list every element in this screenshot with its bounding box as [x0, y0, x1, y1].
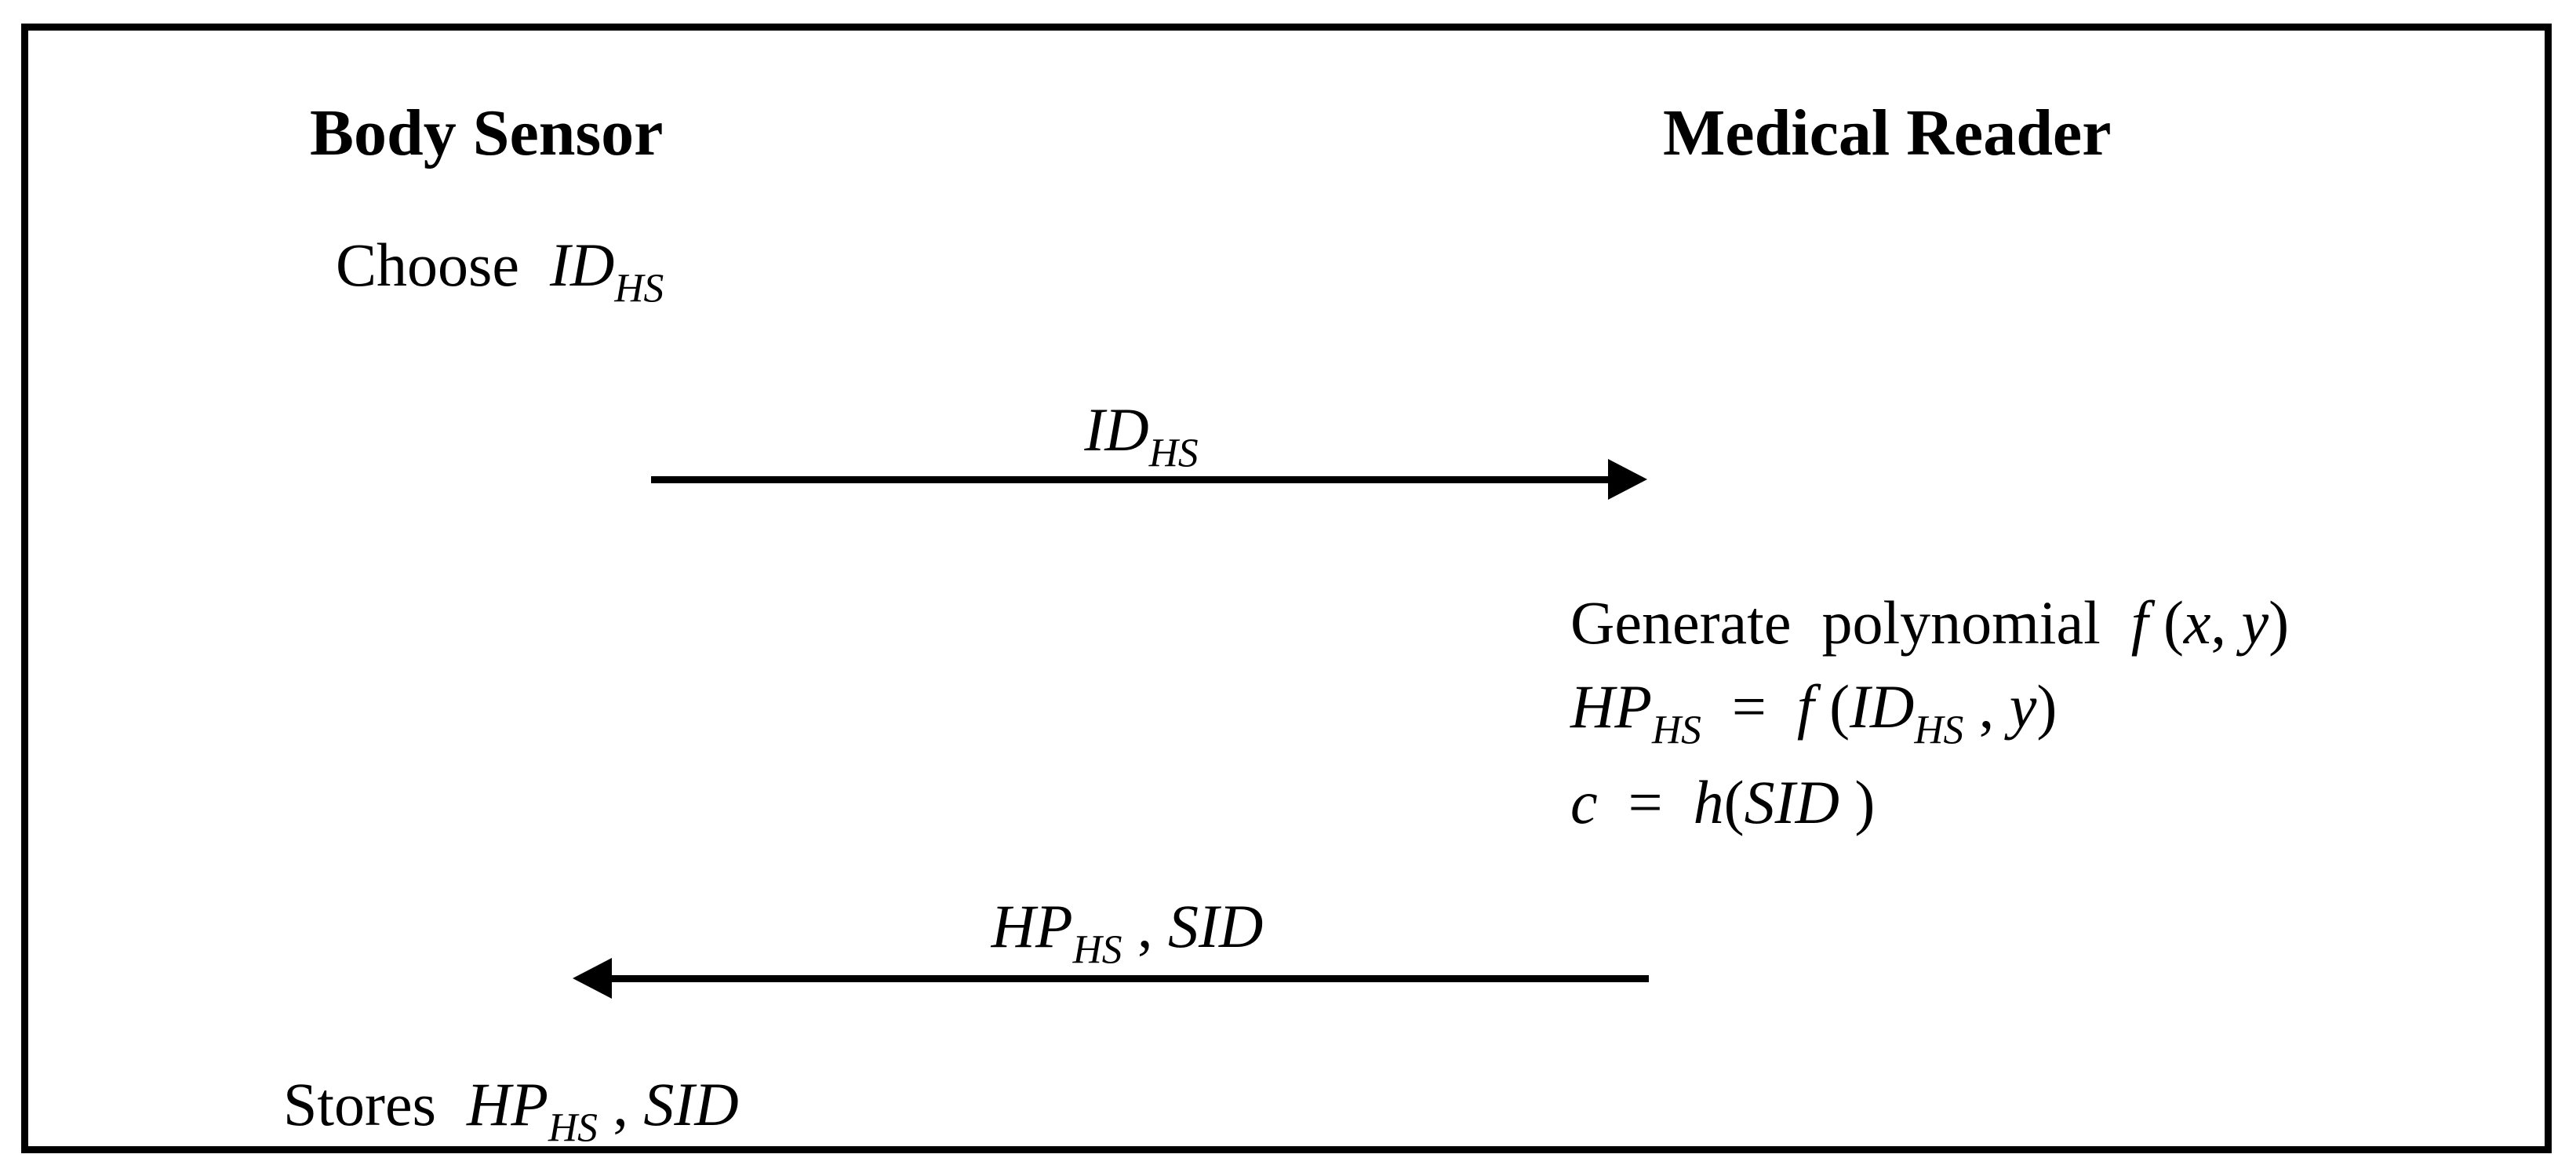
message-1-label: IDHS — [1084, 395, 1199, 476]
arrowhead-left-icon — [573, 958, 612, 999]
arrow-shaft — [651, 476, 1611, 483]
message-2-label: HPHS , SID — [991, 892, 1264, 973]
step-compute-c: c = h(SID ) — [1570, 768, 1876, 836]
participant-body-sensor: Body Sensor — [310, 96, 664, 169]
step-generate-polynomial: Generate polynomial f (x, y) — [1570, 588, 2290, 657]
step-choose-id: Choose IDHS — [336, 231, 664, 311]
message-arrow-left — [573, 958, 1649, 999]
diagram-border — [21, 24, 2552, 1153]
step-stores: Stores HPHS , SID — [283, 1070, 739, 1151]
arrow-shaft — [609, 975, 1649, 982]
arrowhead-right-icon — [1608, 459, 1647, 500]
step-compute-hp: HPHS = f (IDHS , y) — [1570, 672, 2058, 753]
message-arrow-right — [651, 459, 1647, 500]
participant-medical-reader: Medical Reader — [1663, 96, 2112, 169]
